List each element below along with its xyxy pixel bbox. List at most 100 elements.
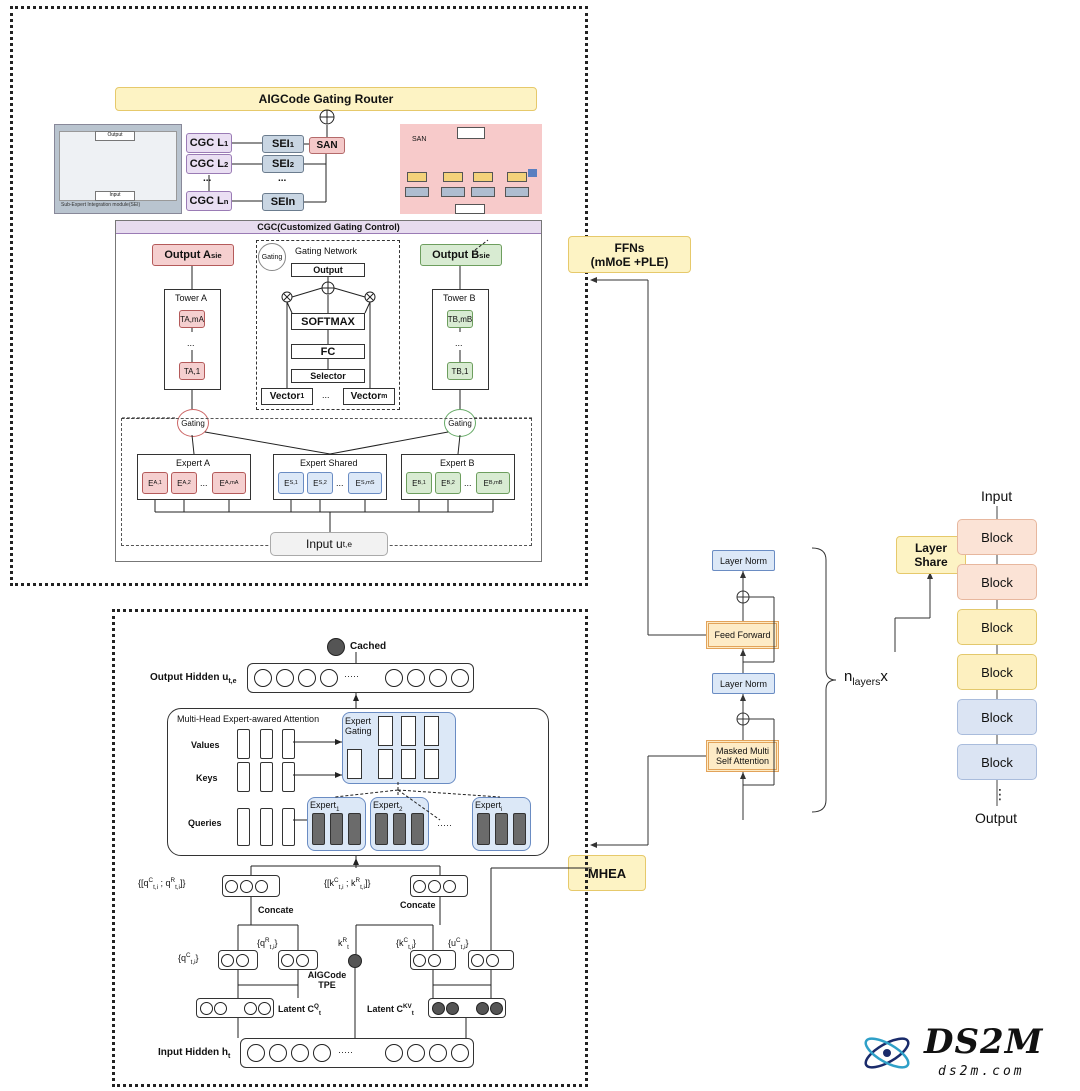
atom-icon (864, 1037, 910, 1069)
expert-1-label: Expert1 (310, 800, 340, 813)
ta-ma: TA,mA (179, 310, 205, 328)
block-3: Block (957, 609, 1037, 645)
kc-box (410, 950, 456, 970)
gating-cell (378, 716, 393, 746)
uc-box (468, 950, 514, 970)
latent-q-label: Latent CQt (278, 1003, 322, 1017)
gn-output: Output (291, 263, 365, 277)
token-circle (320, 669, 338, 687)
latent-kv-box (428, 998, 506, 1018)
token-circle (407, 1044, 425, 1062)
expert-gating-label: Expert Gating (345, 716, 372, 736)
vector-circle (281, 954, 294, 967)
vector-circle (486, 954, 499, 967)
qc-label: {qCt,i} (178, 952, 199, 966)
vector-circle (255, 880, 268, 893)
thumb-output: Output (95, 131, 135, 141)
head-vector (237, 762, 250, 792)
head-vector (237, 808, 250, 846)
mhea-box: MHEA (568, 855, 646, 891)
sei-thumbnail: Output Input Sub-Expert Integration modu… (54, 124, 182, 214)
tower-a-ellipsis: ... (187, 338, 195, 348)
expert-dots: ····· (437, 820, 452, 830)
expert-shared-label: Expert Shared (300, 458, 358, 468)
head-vector (260, 808, 273, 846)
head-vector (282, 808, 295, 846)
expert-bar (513, 813, 526, 845)
ta-1: TA,1 (179, 362, 205, 380)
head-vector (260, 729, 273, 759)
vector-ellipsis: ... (322, 390, 330, 400)
vector-circle (446, 1002, 459, 1015)
token-circle (451, 669, 469, 687)
vector-circle (296, 954, 309, 967)
stack-input-label: Input (981, 488, 1013, 504)
head-vector (282, 762, 295, 792)
expert-b-label: Expert B (440, 458, 475, 468)
k-concat-box (410, 875, 468, 897)
token-circle (429, 1044, 447, 1062)
vector-circle (200, 1002, 213, 1015)
vector-circle (432, 1002, 445, 1015)
queries-label: Queries (188, 818, 222, 828)
vector-circle (413, 954, 426, 967)
softmax: SOFTMAX (291, 313, 365, 330)
token-circle (385, 1044, 403, 1062)
expert-2-label: Expert2 (373, 800, 403, 813)
san-panel-title: SAN (412, 136, 427, 143)
expert-bar (348, 813, 361, 845)
block-1: Block (957, 519, 1037, 555)
logo-site: ds2m.com (938, 1064, 1025, 1079)
tower-b-label: Tower B (443, 293, 476, 303)
gating-cell (424, 749, 439, 779)
tb-mb: TB,mB (447, 310, 473, 328)
input-hidden-bar (240, 1038, 474, 1068)
output-hidden-bar (247, 663, 474, 693)
block-6: Block (957, 744, 1037, 780)
head-vector (260, 762, 273, 792)
expert-a (137, 454, 251, 500)
token-circle (407, 669, 425, 687)
vector-circle (413, 880, 426, 893)
token-circle (291, 1044, 309, 1062)
qr-label: {qRt,i} (257, 937, 278, 951)
expert-shared (273, 454, 387, 500)
vector-circle (221, 954, 234, 967)
thumb-input: Input (95, 191, 135, 201)
values-label: Values (191, 740, 220, 750)
feed-forward: Feed Forward (706, 621, 779, 649)
vector-circle (428, 954, 441, 967)
vector-circle (244, 1002, 257, 1015)
san-panel: SAN (400, 124, 542, 214)
expert-bar (477, 813, 490, 845)
expert-i-label: Experti (475, 800, 503, 813)
q-concat-box (222, 875, 280, 897)
expert-bar (312, 813, 325, 845)
expert-bar (411, 813, 424, 845)
kc-label: {kCt,i} (396, 937, 416, 951)
expert-bar (495, 813, 508, 845)
q-concat-label: {[qCt,i ; qRt,i]} (138, 877, 186, 891)
vector-circle (214, 1002, 227, 1015)
stack-output-label: Output (975, 810, 1018, 826)
token-circle (451, 1044, 469, 1062)
token-circle (254, 669, 272, 687)
stack-dots: ⋮ (993, 786, 1007, 802)
kr-cached-icon (348, 954, 362, 968)
gating-cell (424, 716, 439, 746)
